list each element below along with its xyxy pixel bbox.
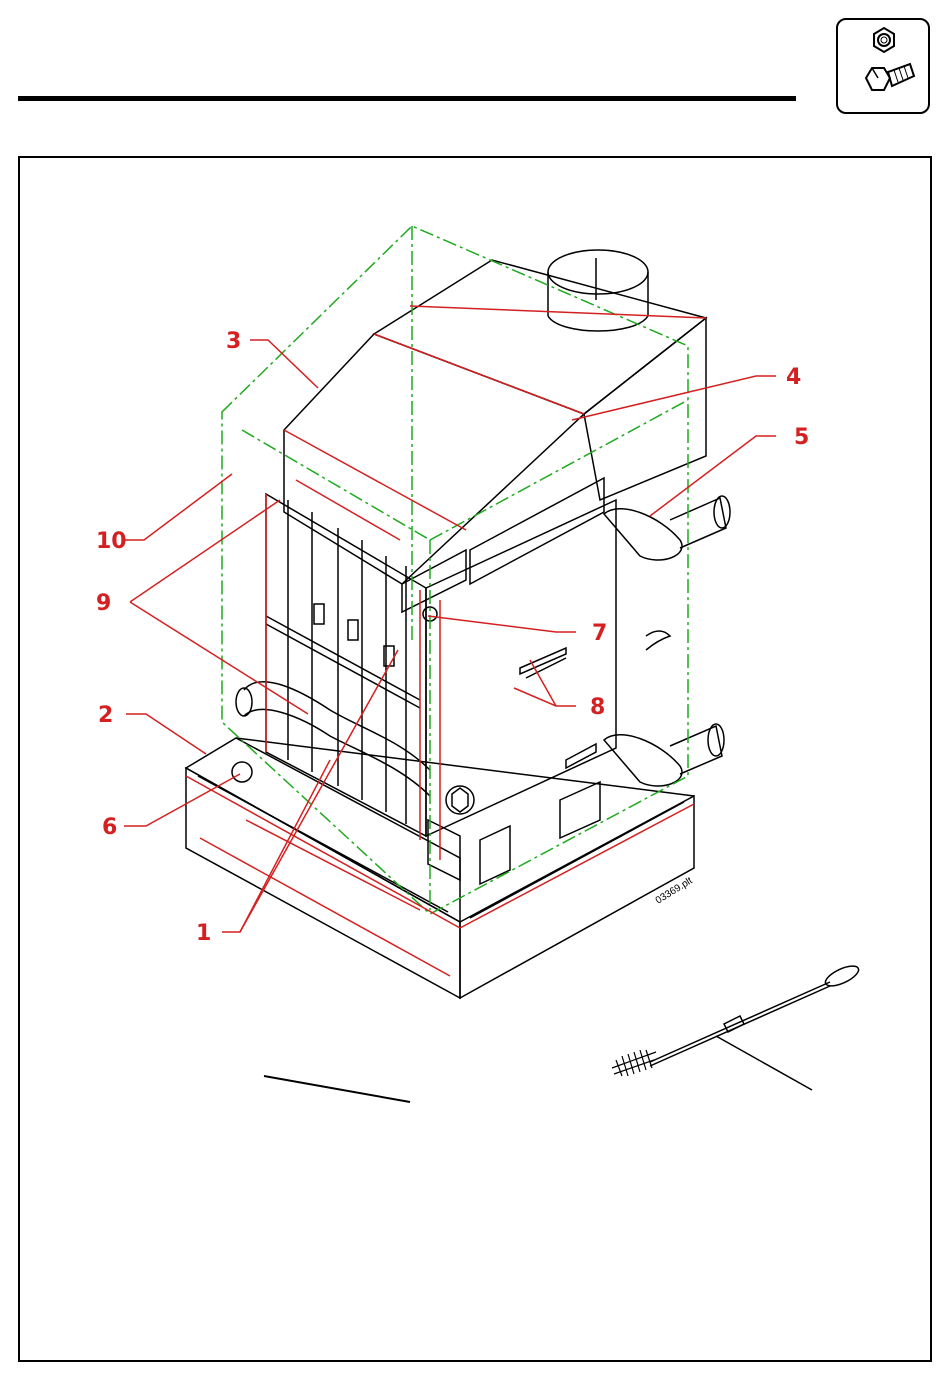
drawing-file-label: 03369.plt xyxy=(654,875,695,906)
callout-10: 10 xyxy=(96,529,127,554)
callout-8: 8 xyxy=(590,695,605,720)
loose-part-line xyxy=(264,1076,410,1102)
callout-7: 7 xyxy=(592,621,607,646)
callout-6: 6 xyxy=(102,815,117,840)
callout-5: 5 xyxy=(794,425,809,450)
callout-4: 4 xyxy=(786,365,801,390)
callout-9: 9 xyxy=(96,591,111,616)
callout-1: 1 xyxy=(196,921,211,946)
cleaning-brush-icon xyxy=(612,962,861,1090)
callout-2: 2 xyxy=(98,703,113,728)
side-pipes xyxy=(604,496,730,786)
boiler-body xyxy=(236,494,616,884)
callout-3: 3 xyxy=(226,329,241,354)
